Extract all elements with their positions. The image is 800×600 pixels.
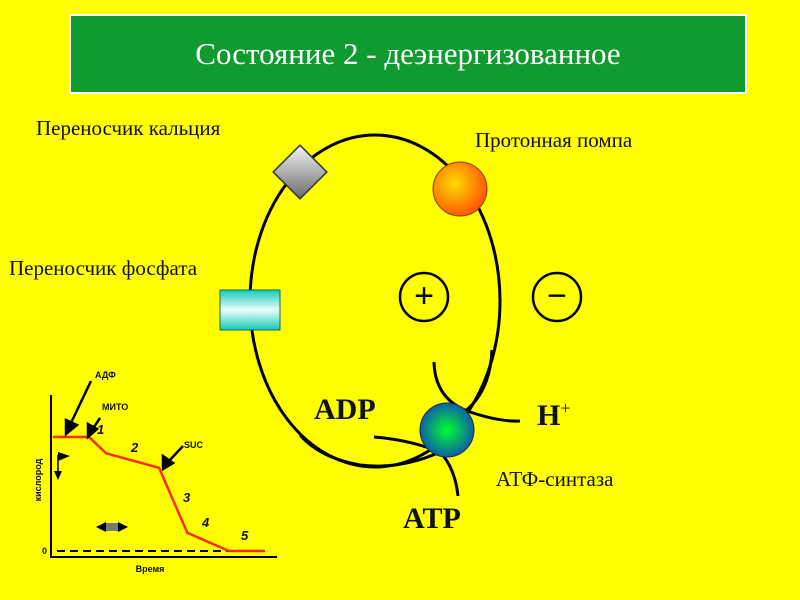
minus-sign: − — [547, 277, 567, 315]
adp-label: ADP — [314, 393, 376, 426]
phosphate-carrier-icon — [219, 289, 281, 331]
label-suc: SUC — [184, 440, 204, 450]
atp-synthase-icon — [419, 402, 475, 458]
atp-synthase-label: АТФ-синтаза — [496, 467, 614, 491]
proton-pump-label: Протонная помпа — [475, 128, 633, 152]
arrow-suc — [161, 445, 184, 472]
label-mito: МИТО — [102, 402, 128, 412]
minus-charge-icon — [531, 271, 583, 323]
h-plus-superscript: + — [560, 398, 571, 418]
arrow-adf — [64, 380, 93, 437]
segment-label-4: 4 — [201, 515, 210, 530]
zero-tick: 0 — [42, 546, 47, 556]
phosphate-carrier-label: Переносчик фосфата — [9, 256, 198, 280]
x-axis-label: Время — [136, 564, 165, 574]
arrow-mito — [86, 417, 102, 440]
scale-marker-vertical-icon — [54, 452, 70, 480]
h-plus-label: H+ — [537, 398, 571, 433]
scale-marker-horizontal-icon — [96, 522, 128, 532]
segment-label-2: 2 — [130, 440, 139, 455]
label-adf: АДФ — [95, 370, 116, 380]
slide-title: Состояние 2 - деэнергизованное — [195, 36, 621, 71]
segment-label-1: 1 — [97, 422, 104, 437]
oxygen-trace — [53, 435, 265, 553]
segment-label-5: 5 — [241, 528, 249, 543]
segment-label-3: 3 — [183, 490, 191, 505]
h-plus-text: H — [537, 399, 561, 432]
proton-pump-icon — [432, 161, 488, 217]
plus-sign: + — [414, 277, 434, 315]
oxygen-chart: АДФ МИТО SUC 1 2 3 4 5 0 Время кислород — [33, 370, 277, 574]
calcium-carrier-icon — [272, 144, 328, 200]
plus-charge-icon — [398, 271, 450, 323]
title-banner: Состояние 2 - деэнергизованное — [69, 14, 747, 94]
y-axis-label: кислород — [33, 458, 43, 501]
calcium-carrier-label: Переносчик кальция — [36, 116, 221, 140]
atp-label: ATP — [403, 502, 461, 535]
